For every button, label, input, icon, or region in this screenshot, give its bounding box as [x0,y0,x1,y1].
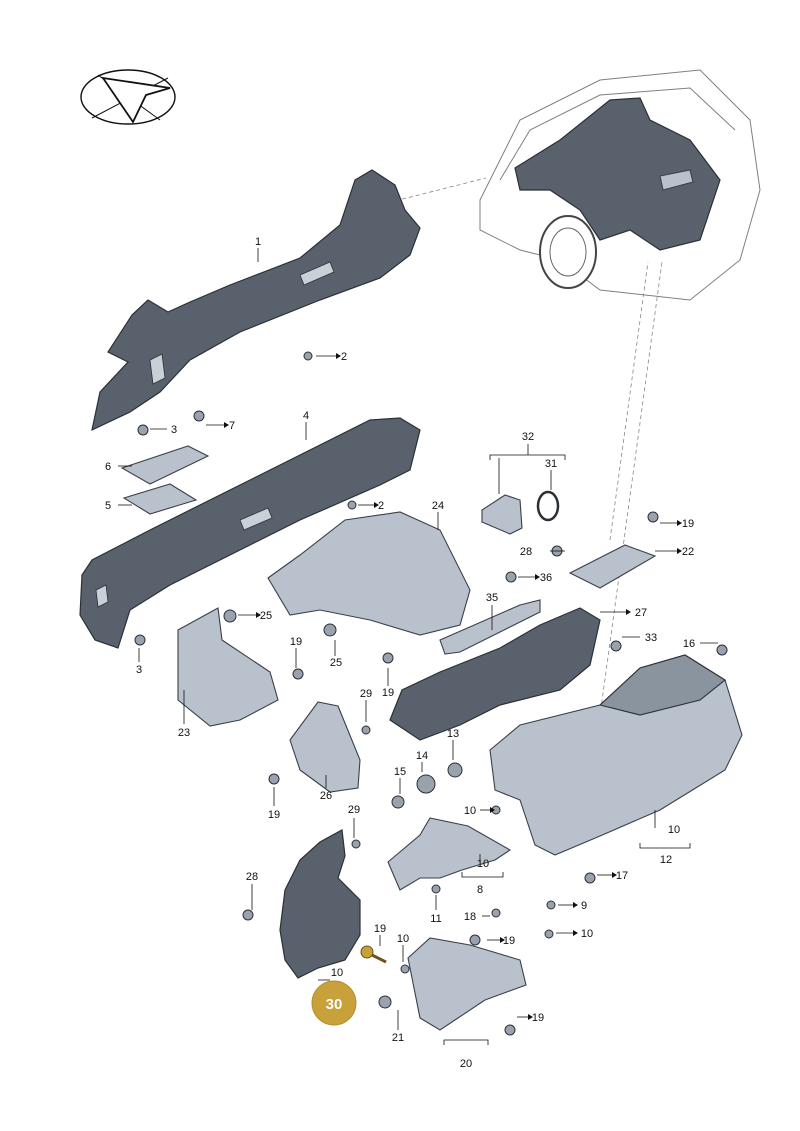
callout-28: 28 [246,871,258,883]
callout-10: 10 [464,805,476,817]
callout-24: 24 [432,500,444,512]
callout-18: 18 [464,911,476,923]
highlighted-screw-icon [360,945,374,959]
callout-19: 19 [532,1012,544,1024]
callout-2: 2 [378,500,384,512]
fastener-icons [134,351,728,1036]
callout-19: 19 [290,636,302,648]
callout-10: 10 [477,858,489,870]
part-26-bracket [289,701,361,793]
callout-7: 7 [229,420,235,432]
callout-13: 13 [447,728,459,740]
part-30-insulation-panel [279,829,361,979]
callout-3: 3 [171,424,177,436]
part-35-strip [439,599,541,655]
callout-19: 19 [374,923,386,935]
callout-9: 9 [581,900,587,912]
callout-19: 19 [682,518,694,530]
part-8-heat-shield [387,817,512,891]
callout-6: 6 [105,461,111,473]
leader-arrowheads [224,353,682,1020]
part-27-tunnel-insulation [389,607,601,741]
callout-19: 19 [268,809,280,821]
callout-30-highlight[interactable]: 30 [311,980,357,1026]
callout-30-label: 30 [326,996,343,1013]
callout-15: 15 [394,766,406,778]
part-4-crossmember [79,417,421,649]
callout-27: 27 [635,607,647,619]
callout-36: 36 [540,572,552,584]
callout-29: 29 [360,688,372,700]
callout-26: 26 [320,790,332,802]
callout-17: 17 [616,870,628,882]
callout-21: 21 [392,1032,404,1044]
callout-19: 19 [503,935,515,947]
callout-4: 4 [303,410,309,422]
callout-3: 3 [136,664,142,676]
callout-25: 25 [330,657,342,669]
callout-25: 25 [260,610,272,622]
callout-32: 32 [522,431,534,443]
callout-10: 10 [397,933,409,945]
part-1-insulation-panel [91,169,421,432]
callout-12: 12 [660,854,672,866]
callout-labels: 1 2 3 7 4 6 5 2 32 31 24 19 28 22 36 35 … [105,236,695,1070]
part-22-plate [568,544,657,589]
callout-2: 2 [341,351,347,363]
part-20-heat-shield [407,937,527,1031]
leader-lines [118,248,718,1045]
callout-10: 10 [581,928,593,940]
callout-1: 1 [255,236,261,248]
callout-10: 10 [668,824,680,836]
callout-5: 5 [105,500,111,512]
callout-14: 14 [416,750,428,762]
part-32-bracket [481,494,523,535]
callout-31: 31 [545,458,557,470]
part-24-heat-shield [267,511,471,636]
callout-22: 22 [682,546,694,558]
callout-28: 28 [520,546,532,558]
vehicle-location-sketch [479,69,761,301]
callout-33: 33 [645,632,657,644]
callout-23: 23 [178,727,190,739]
part-31-clamp [536,490,560,522]
callout-29: 29 [348,804,360,816]
callout-19: 19 [382,687,394,699]
callout-10: 10 [331,967,343,979]
callout-8: 8 [477,884,483,896]
callout-11: 11 [430,913,441,925]
callout-16: 16 [683,638,695,650]
callout-20: 20 [460,1058,472,1070]
orientation-arrow-icon [80,69,176,125]
part-23-bracket [177,607,279,727]
callout-35: 35 [486,592,498,604]
